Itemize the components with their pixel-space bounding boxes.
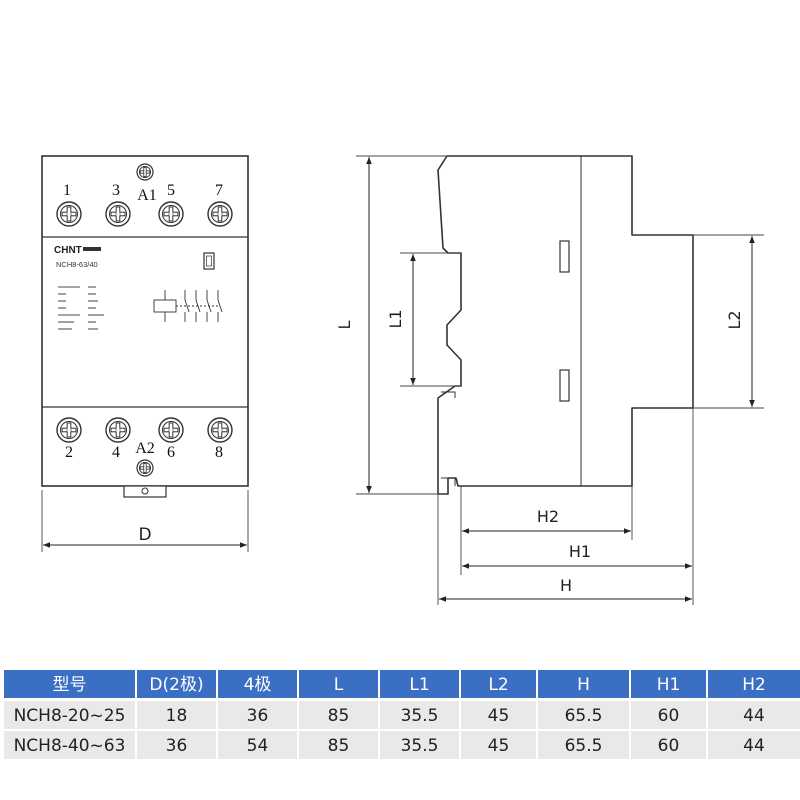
table-cell-value: 18 [166, 706, 188, 726]
wiring-schematic-icon [153, 290, 223, 322]
table-header-cell [137, 670, 216, 698]
table-cell-value: 45 [488, 736, 510, 756]
rating-plate [58, 286, 104, 330]
table-header-label: 型号 [53, 675, 87, 695]
table-cell [299, 701, 378, 729]
table-cell [218, 731, 297, 759]
terminal-label: 6 [167, 444, 175, 461]
table-header-label: L [334, 675, 344, 695]
dimension-label-l: L [335, 320, 354, 329]
dimension-label-h2: H2 [537, 507, 559, 526]
terminal-label: 4 [112, 444, 120, 461]
terminal-screw-icon [207, 201, 233, 227]
terminal-screw-icon [158, 201, 184, 227]
coil-terminal-a2-screw-icon [136, 459, 154, 477]
terminal-screw-icon [105, 201, 131, 227]
table-cell-value: 65.5 [565, 736, 603, 756]
table-cell [708, 701, 800, 729]
terminal-label: 1 [63, 182, 71, 199]
table-cell-value: 54 [247, 736, 269, 756]
table-cell [380, 701, 459, 729]
table-cell [631, 701, 706, 729]
table-cell-value: 60 [658, 736, 680, 756]
dimension-label-l2: L2 [725, 310, 744, 329]
table-cell-value: 85 [328, 706, 350, 726]
table-header-label: H [577, 675, 590, 695]
terminal-label: 5 [167, 182, 175, 199]
brand-bar [83, 247, 101, 251]
side-profile [437, 155, 694, 495]
table-cell-value: NCH8-20~25 [14, 706, 126, 726]
table-cell [538, 701, 629, 729]
table-cell-value: 36 [247, 706, 269, 726]
dimension-label-h1: H1 [569, 542, 591, 561]
table-header-label: L2 [488, 675, 508, 695]
technical-drawing: 1 3 A1 5 7 CHNT NCH8-63/40 [41, 155, 764, 605]
table-header-cell [299, 670, 378, 698]
table-header-cell [461, 670, 536, 698]
dimension-label-l1: L1 [386, 309, 405, 328]
table-header-cell [218, 670, 297, 698]
table-header-label: D(2极) [149, 675, 203, 695]
table-header-label: H1 [657, 675, 681, 695]
table-header-cell [538, 670, 629, 698]
coil-terminal-a1-screw-icon [136, 163, 154, 181]
table-cell-value: 35.5 [401, 706, 439, 726]
table-cell-value: 44 [743, 736, 765, 756]
terminal-screw-icon [158, 417, 184, 443]
brand-logo: CHNT [54, 245, 82, 256]
terminal-label: 8 [215, 444, 223, 461]
dimension-label-h: H [560, 576, 572, 595]
table-header-cell [4, 670, 135, 698]
table-header-cell [708, 670, 800, 698]
table-cell [299, 731, 378, 759]
terminal-label: A1 [137, 187, 157, 204]
terminal-screw-icon [56, 201, 82, 227]
table-cell-value: 45 [488, 706, 510, 726]
table-cell-value: 35.5 [401, 736, 439, 756]
table-cell [218, 701, 297, 729]
front-view: 1 3 A1 5 7 CHNT NCH8-63/40 [41, 155, 249, 552]
table-header-cell [380, 670, 459, 698]
table-cell [538, 731, 629, 759]
table-header-label: 4极 [244, 675, 272, 695]
table-cell-value: 44 [743, 706, 765, 726]
din-clip [123, 485, 167, 498]
table-cell [461, 731, 536, 759]
terminal-label: 2 [65, 444, 73, 461]
terminal-screw-icon [105, 417, 131, 443]
table-cell-value: 36 [166, 736, 188, 756]
side-slot-lower [559, 369, 570, 402]
table-header-label: L1 [409, 675, 429, 695]
table-cell [4, 701, 135, 729]
table-cell-value: 60 [658, 706, 680, 726]
terminal-label: 7 [215, 182, 223, 199]
table-cell [380, 731, 459, 759]
dimension-label-d: D [138, 525, 151, 545]
table-header-cell [631, 670, 706, 698]
side-slot-upper [559, 240, 570, 273]
terminal-label: 3 [112, 182, 120, 199]
side-view: L L1 L2 H2 H1 H [335, 155, 764, 605]
terminal-screw-icon [207, 417, 233, 443]
terminal-label: A2 [135, 440, 155, 457]
terminal-screw-icon [56, 417, 82, 443]
table-cell-value: NCH8-40~63 [14, 736, 126, 756]
table-cell [4, 731, 135, 759]
status-indicator-window [203, 252, 215, 270]
table-cell [461, 701, 536, 729]
model-label: NCH8-63/40 [56, 260, 98, 269]
table-cell [708, 731, 800, 759]
table-cell [137, 701, 216, 729]
table-cell-value: 85 [328, 736, 350, 756]
table-header-label: H2 [742, 675, 766, 695]
table-cell [631, 731, 706, 759]
table-cell-value: 65.5 [565, 706, 603, 726]
table-cell [137, 731, 216, 759]
